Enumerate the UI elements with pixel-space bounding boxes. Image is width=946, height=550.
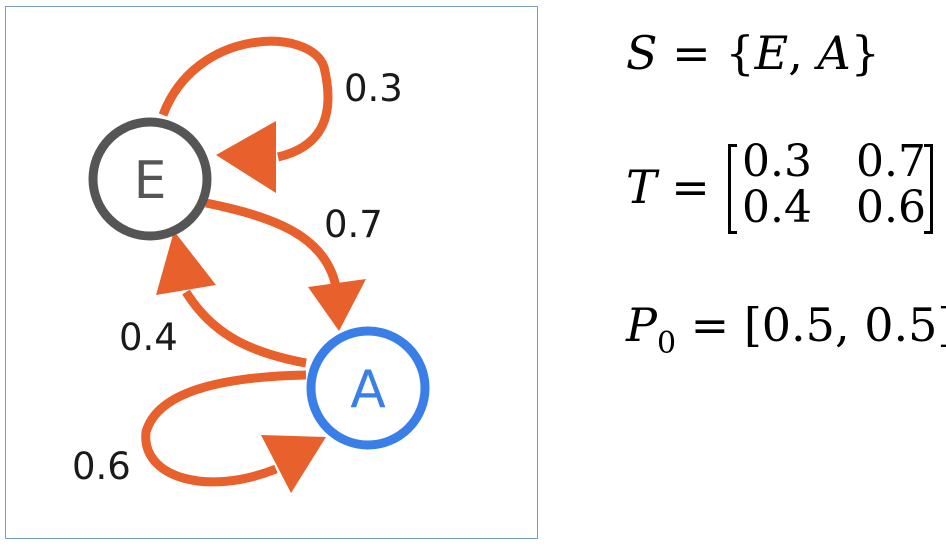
markov-chain-graph: 0.3 0.7 0.4 0.6 E A: [72, 36, 430, 493]
edge-label-A-to-A: 0.6: [72, 445, 131, 488]
edge-label-E-to-A: 0.7: [324, 203, 383, 246]
state-label-A: A: [350, 360, 386, 420]
formula-s-element-a: A: [817, 26, 851, 80]
state-label-E: E: [134, 151, 167, 211]
formula-s-open-brace: {: [725, 26, 755, 80]
edge-A-to-E: [182, 289, 307, 368]
matrix-cell-0-0: 0.3: [742, 136, 812, 187]
arrowhead-E-to-A: [308, 279, 366, 331]
state-space-formula: S = {E, A}: [626, 26, 880, 80]
edge-label-A-to-E: 0.4: [119, 316, 178, 359]
state-diagram: 0.3 0.7 0.4 0.6 E A: [5, 6, 538, 539]
arrowhead-E-to-E: [216, 121, 276, 193]
edge-A-to-A: [141, 370, 307, 487]
formula-t-equals: =: [656, 160, 710, 214]
matrix-cell-0-1: 0.7: [856, 136, 926, 187]
matrix-cell-1-1: 0.6: [856, 182, 926, 233]
formula-p-subscript: 0: [656, 326, 677, 361]
formula-t-lhs: T: [626, 160, 657, 214]
edge-label-E-to-E: 0.3: [344, 67, 403, 110]
formula-s-separator: ,: [788, 26, 818, 80]
formula-s-element-e: E: [754, 26, 789, 80]
formula-p-equals: =: [676, 298, 744, 352]
arrowhead-A-to-A: [261, 435, 326, 493]
formula-p-value: [0.5, 0.5]: [743, 298, 946, 352]
edge-E-to-A: [205, 198, 341, 289]
transition-formula-lhs: T =: [626, 160, 710, 214]
transition-matrix: 0.3 0.7 0.4 0.6: [728, 136, 933, 238]
state-node-A: [306, 326, 430, 450]
formula-p-lhs: P: [626, 298, 657, 352]
arrowhead-A-to-E: [156, 231, 216, 295]
edge-E-to-E: [158, 36, 333, 162]
state-node-E: [88, 117, 212, 241]
matrix-right-bracket: [924, 144, 933, 234]
matrix-left-bracket: [728, 144, 737, 234]
formula-s-equals: =: [657, 26, 726, 80]
formula-s-close-brace: }: [850, 26, 880, 80]
matrix-cell-1-0: 0.4: [742, 182, 812, 233]
initial-distribution-formula: P0 = [0.5, 0.5]: [626, 298, 946, 361]
formula-s-lhs: S: [626, 26, 658, 80]
